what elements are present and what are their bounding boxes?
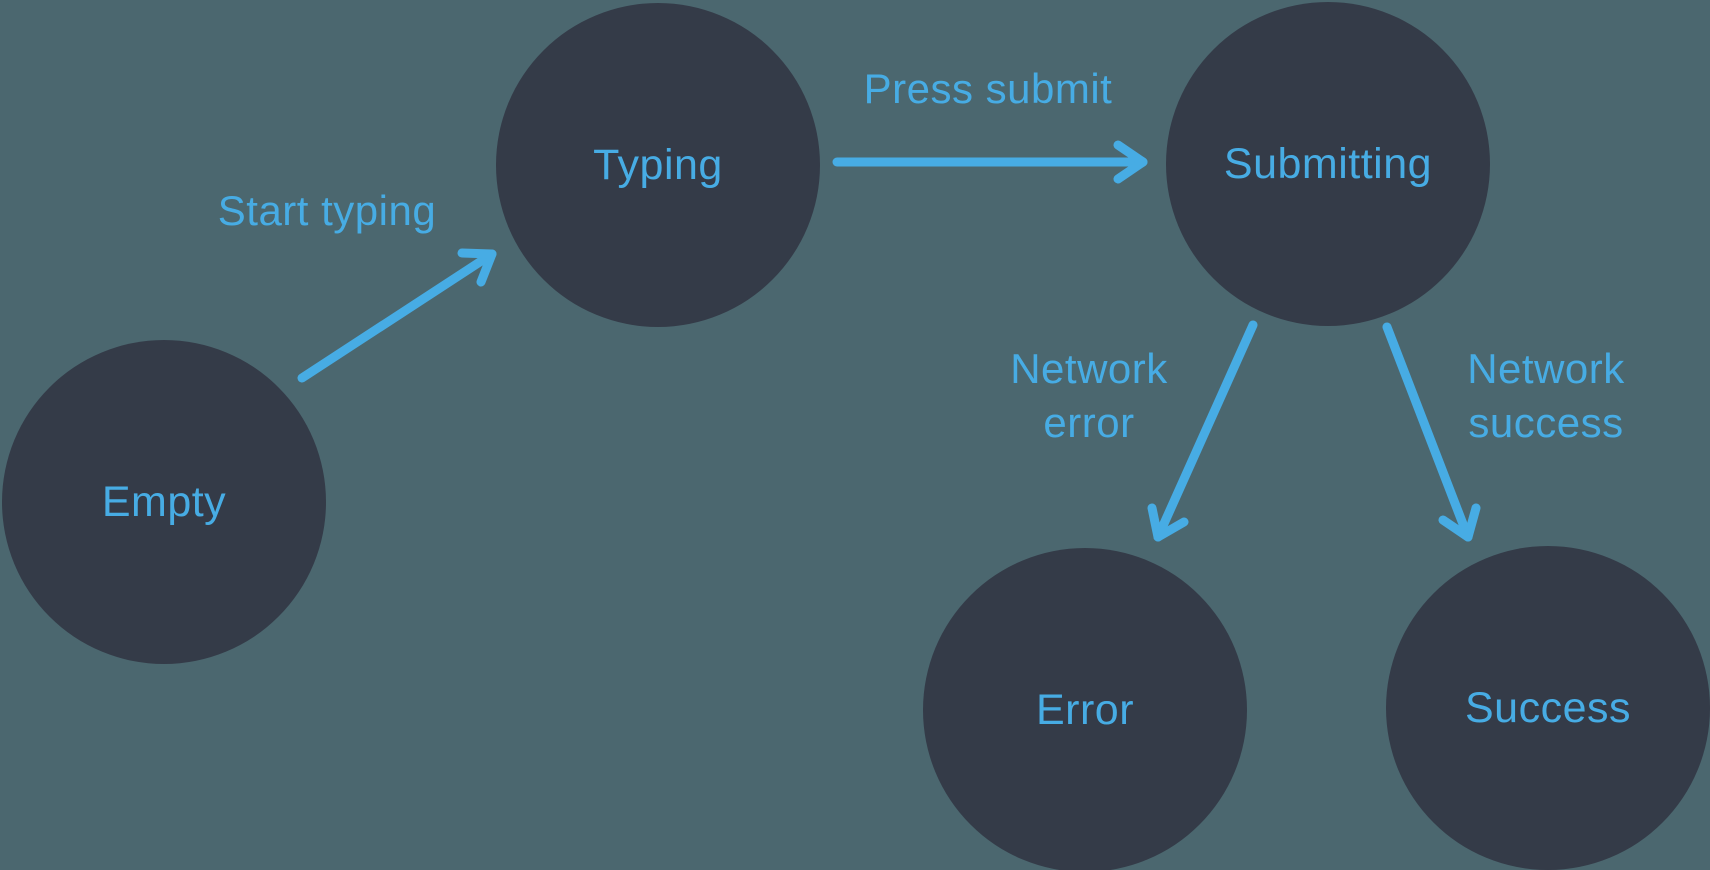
node-success-label: Success: [1464, 683, 1631, 732]
node-typing: Typing: [496, 3, 820, 327]
node-submitting-label: Submitting: [1223, 139, 1433, 188]
node-typing-label: Typing: [593, 140, 723, 189]
node-error: Error: [923, 548, 1247, 870]
edge-label-press-submit: Press submit: [863, 65, 1113, 112]
node-submitting: Submitting: [1166, 2, 1490, 326]
edge-label-network-success: Network success: [1467, 345, 1625, 446]
edge-label-network-error: Network error: [1010, 345, 1168, 446]
node-success: Success: [1386, 546, 1710, 870]
edge-arrow-start-typing: [297, 248, 497, 383]
node-error-label: Error: [1035, 685, 1135, 734]
node-empty: Empty: [2, 340, 326, 664]
edge-arrow-press-submit: [832, 140, 1148, 184]
edge-label-start-typing: Start typing: [217, 187, 437, 234]
node-empty-label: Empty: [101, 477, 227, 526]
